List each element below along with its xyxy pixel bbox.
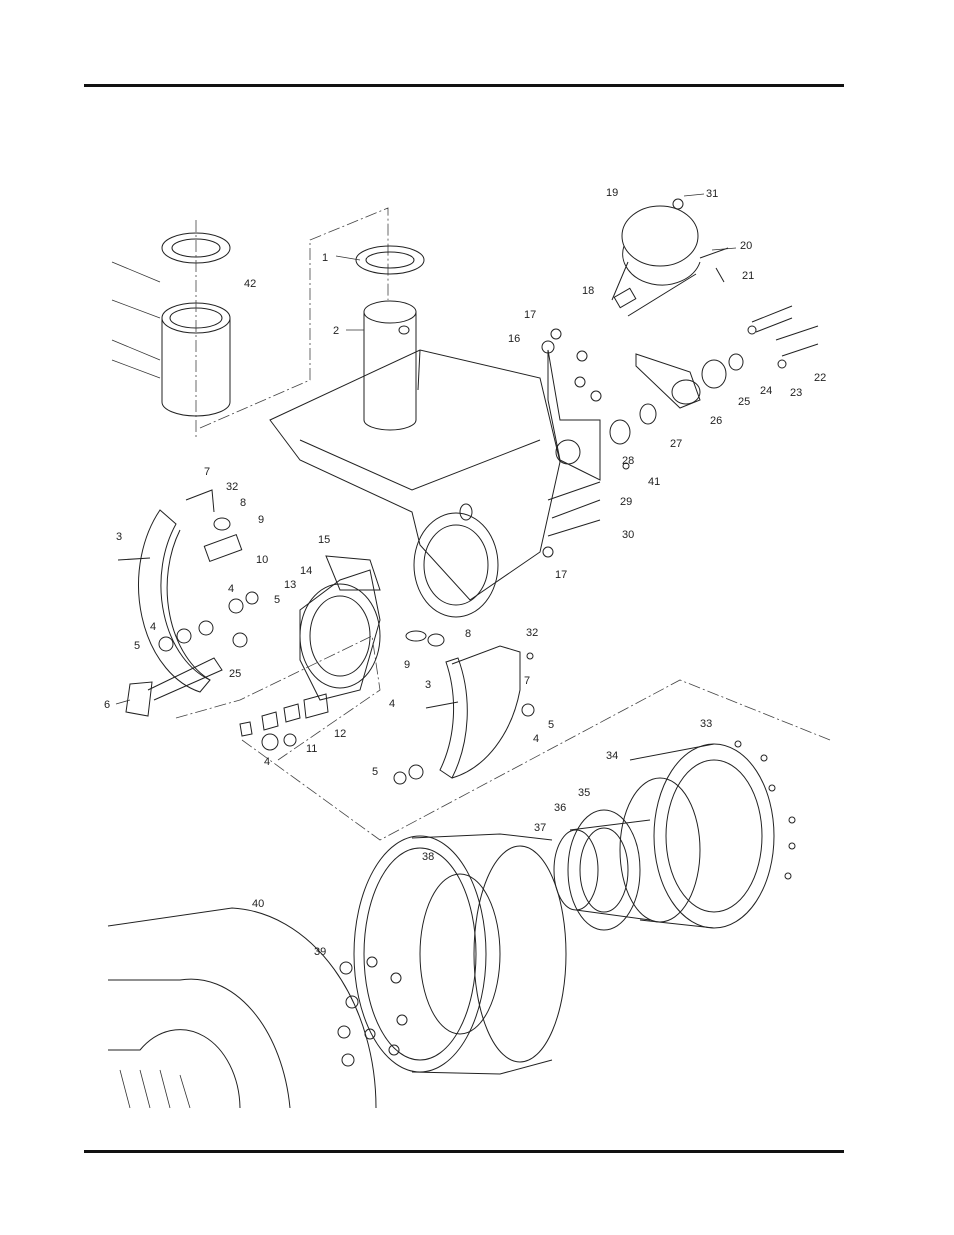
callout-25-upper: 25: [738, 396, 750, 408]
callout-40: 40: [252, 898, 264, 910]
callout-4-c: 4: [264, 756, 270, 768]
callout-38: 38: [422, 851, 434, 863]
callout-22: 22: [814, 372, 826, 384]
callout-5-a: 5: [274, 594, 280, 606]
callout-1: 1: [322, 252, 328, 264]
callout-25-lower: 25: [229, 668, 241, 680]
brake-chamber-drawing: [542, 199, 818, 557]
callout-33: 33: [700, 718, 712, 730]
callout-14: 14: [300, 565, 312, 577]
callout-17-upper: 17: [524, 309, 536, 321]
callout-26: 26: [710, 415, 722, 427]
callout-5-c: 5: [548, 719, 554, 731]
callout-18: 18: [582, 285, 594, 297]
callout-39: 39: [314, 946, 326, 958]
callout-21: 21: [742, 270, 754, 282]
callout-37: 37: [534, 822, 546, 834]
callout-13: 13: [284, 579, 296, 591]
callout-35: 35: [578, 787, 590, 799]
callout-2: 2: [333, 325, 339, 337]
callout-42: 42: [244, 278, 256, 290]
callout-4-d: 4: [389, 698, 395, 710]
callout-11: 11: [306, 743, 317, 755]
callout-5-d: 5: [372, 766, 378, 778]
callout-4-e: 4: [533, 733, 539, 745]
callout-17-lower: 17: [555, 569, 567, 581]
callout-41: 41: [648, 476, 660, 488]
callout-32-upper: 32: [226, 481, 238, 493]
callout-28: 28: [622, 455, 634, 467]
callout-31: 31: [706, 188, 718, 200]
brake-shoe-drawing: [118, 490, 830, 840]
callout-7-lower: 7: [524, 675, 530, 687]
callout-19: 19: [606, 187, 618, 199]
callout-24: 24: [760, 385, 772, 397]
callout-labels: 1 2 3 3 4 4 4 4 4 5 5 5 5 6 7 7 8 8 9 9 …: [104, 187, 826, 958]
callout-7-upper: 7: [204, 466, 210, 478]
callout-12: 12: [334, 728, 346, 740]
callout-9-upper: 9: [258, 514, 264, 526]
callout-20: 20: [740, 240, 752, 252]
callout-30: 30: [622, 529, 634, 541]
callout-16: 16: [508, 333, 520, 345]
callout-36: 36: [554, 802, 566, 814]
callout-4-b: 4: [150, 621, 156, 633]
wheel-assembly-drawing: [108, 741, 795, 1108]
callout-3-upper: 3: [116, 531, 122, 543]
callout-10: 10: [256, 554, 268, 566]
callout-8-upper: 8: [240, 497, 246, 509]
callout-4-a: 4: [228, 583, 234, 595]
callout-29: 29: [620, 496, 632, 508]
callout-34: 34: [606, 750, 618, 762]
callout-8-lower: 8: [465, 628, 471, 640]
callout-15: 15: [318, 534, 330, 546]
callout-32-lower: 32: [526, 627, 538, 639]
axle-housing-drawing: [112, 208, 560, 617]
callout-27: 27: [670, 438, 682, 450]
callout-5-b: 5: [134, 640, 140, 652]
callout-9-lower: 9: [404, 659, 410, 671]
callout-23: 23: [790, 387, 802, 399]
callout-6: 6: [104, 699, 110, 711]
callout-3-lower: 3: [425, 679, 431, 691]
